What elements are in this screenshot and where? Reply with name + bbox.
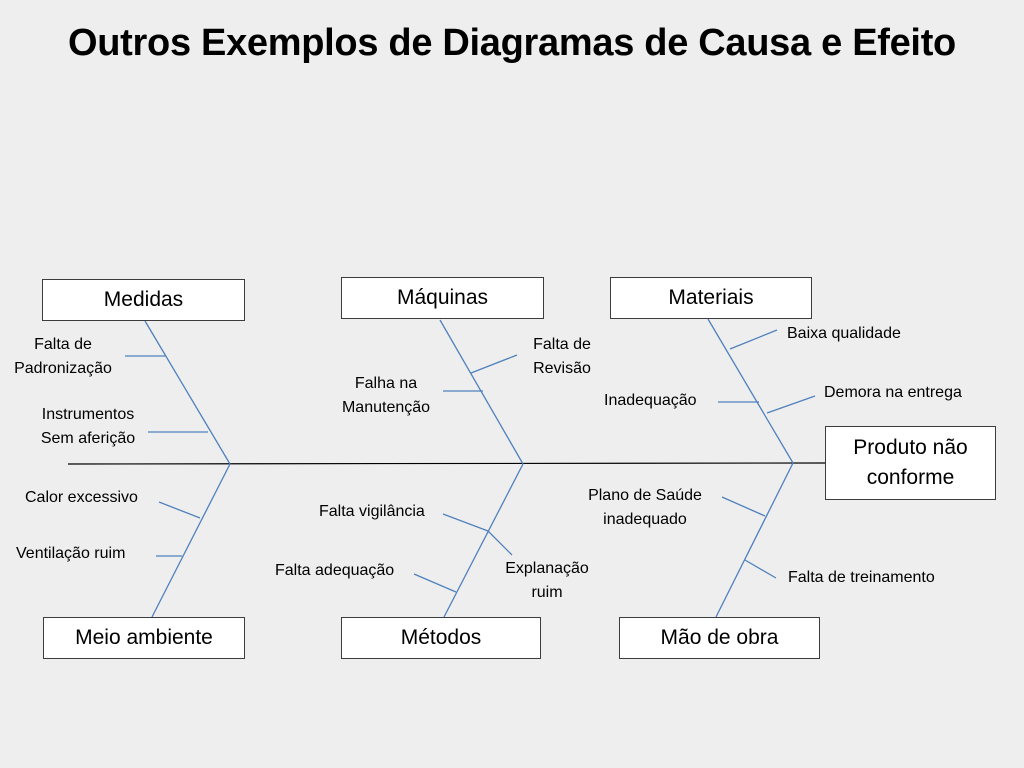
tick-falta-treinamento bbox=[744, 559, 777, 579]
tick-falta-vigilancia bbox=[442, 513, 489, 532]
cause-instrumentos: Instrumentos Sem aferição bbox=[40, 406, 136, 447]
category-maquinas: Máquinas bbox=[341, 277, 544, 319]
category-meio-ambiente: Meio ambiente bbox=[43, 617, 245, 659]
tick-plano-saude bbox=[721, 496, 766, 517]
cause-falta-vigilancia: Falta vigilância bbox=[319, 503, 425, 520]
cause-falha-manutencao: Falha na Manutenção bbox=[341, 375, 431, 416]
spine-line bbox=[67, 462, 826, 465]
bone-maquinas bbox=[439, 319, 524, 465]
effect-label: Produto não conforme bbox=[853, 436, 968, 489]
cause-ventilacao-ruim: Ventilação ruim bbox=[16, 545, 126, 562]
cause-falta-padronizacao: Falta de Padronização bbox=[14, 336, 112, 377]
category-medidas: Medidas bbox=[42, 279, 245, 321]
cause-falta-adequacao: Falta adequação bbox=[275, 562, 395, 579]
cause-explanacao-ruim: Explanação ruim bbox=[505, 560, 589, 601]
cause-falta-treinamento: Falta de treinamento bbox=[788, 569, 935, 586]
tick-calor-excessivo bbox=[158, 501, 201, 519]
tick-falta-adequacao bbox=[413, 573, 457, 593]
tick-demora-entrega bbox=[766, 395, 816, 414]
tick-baixa-qualidade bbox=[729, 329, 778, 350]
cause-falta-revisao: Falta de Revisão bbox=[533, 336, 591, 377]
cause-inadequacao: Inadequação bbox=[604, 392, 697, 409]
tick-explanacao bbox=[487, 530, 513, 556]
bone-materiais bbox=[707, 318, 794, 464]
bone-metodos bbox=[443, 463, 524, 618]
cause-plano-saude: Plano de Saúde inadequado bbox=[588, 487, 702, 528]
page-title: Outros Exemplos de Diagramas de Causa e … bbox=[68, 22, 956, 64]
cause-baixa-qualidade: Baixa qualidade bbox=[787, 325, 901, 342]
category-materiais: Materiais bbox=[610, 277, 812, 319]
cause-calor-excessivo: Calor excessivo bbox=[25, 489, 138, 506]
bone-mao-de-obra bbox=[715, 462, 794, 618]
category-metodos: Métodos bbox=[341, 617, 541, 659]
effect-box: Produto não conforme bbox=[825, 426, 996, 500]
cause-demora-entrega: Demora na entrega bbox=[824, 384, 962, 401]
tick-falta-revisao bbox=[470, 354, 518, 374]
bone-meio-ambiente bbox=[151, 463, 231, 618]
bone-medidas bbox=[144, 320, 231, 465]
category-mao-de-obra: Mão de obra bbox=[619, 617, 820, 659]
